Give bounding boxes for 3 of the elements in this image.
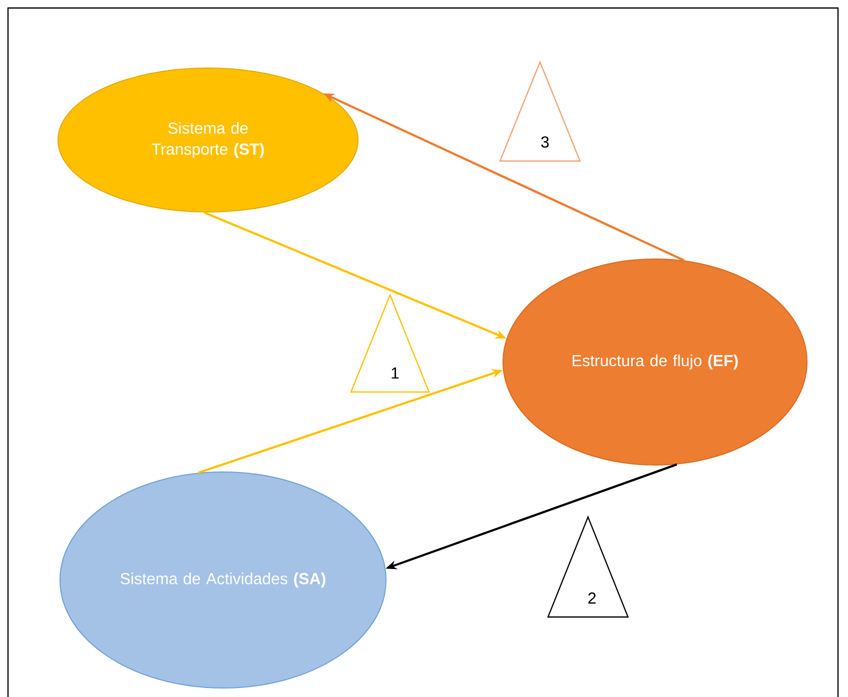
- ellipse-node: Estructura de flujo (EF): [502, 258, 808, 466]
- ellipse-node: Sistema de Transporte (ST): [58, 68, 358, 212]
- ellipse-node: Sistema de Actividades (SA): [60, 472, 386, 688]
